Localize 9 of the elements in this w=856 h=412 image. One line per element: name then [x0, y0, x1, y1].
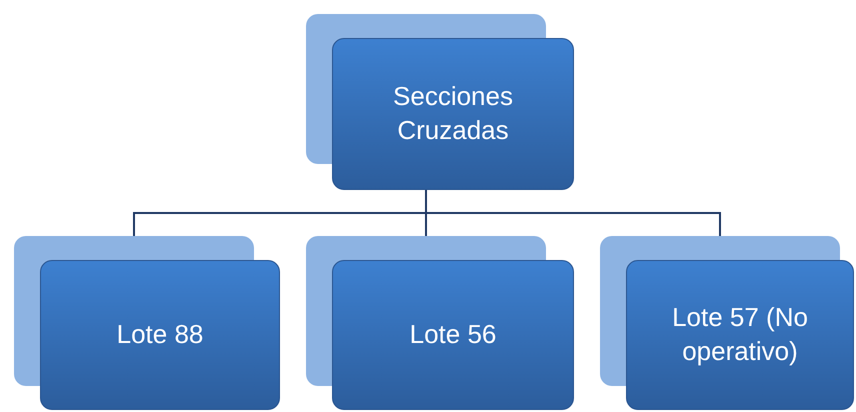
stacked-box [600, 236, 854, 410]
connector-line [425, 190, 721, 236]
box-label: Secciones Cruzadas [392, 80, 514, 147]
stacked-box [306, 14, 574, 190]
box-label: Lote 56 [410, 318, 496, 352]
box-label: Lote 57 (No operativo) [671, 301, 809, 368]
stacked-box [14, 236, 280, 410]
stacked-box [306, 236, 574, 410]
box-label: Lote 88 [116, 318, 204, 352]
